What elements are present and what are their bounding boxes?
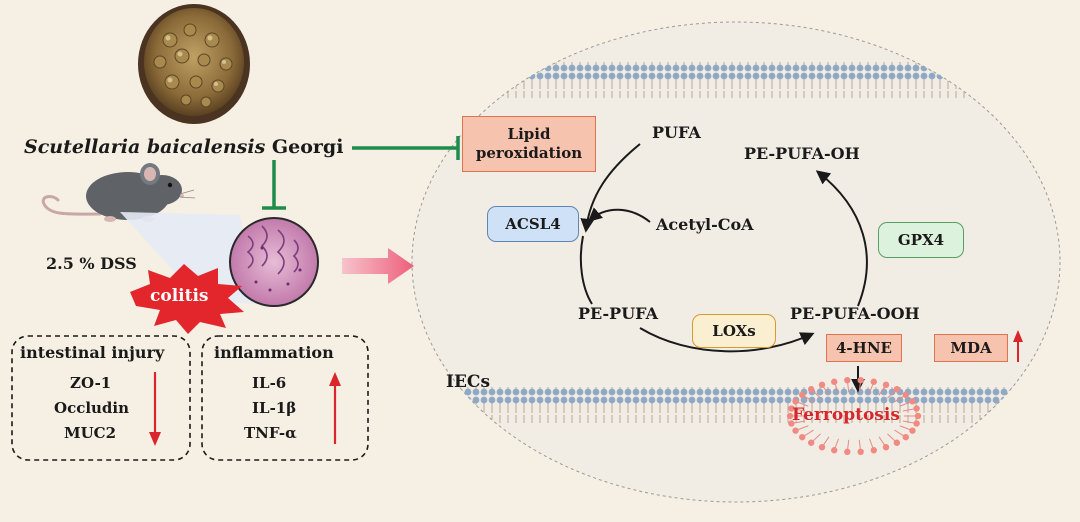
pe-pufa-oh-label: PE-PUFA-OH	[744, 144, 860, 163]
colitis-label: colitis	[150, 286, 209, 306]
vesicle-lipid-head	[882, 443, 890, 451]
herb-name-rest: Georgi	[265, 136, 344, 158]
vesicle-lipid-head	[902, 391, 909, 399]
vesicle-lipid-head	[831, 378, 838, 385]
hne-label: 4-HNE	[836, 338, 892, 357]
vesicle-lipid-head	[792, 398, 799, 405]
inhibition-herb-to-lipid	[352, 136, 460, 160]
herb-name-italic: Scutellaria baicalensis	[24, 136, 266, 158]
vesicle-lipid-head	[792, 427, 799, 434]
hne-box: 4-HNE	[826, 334, 902, 362]
vesicle-lipid-head	[844, 448, 851, 456]
lipid-peroxidation-box: Lipid peroxidation	[462, 116, 596, 172]
tissue-section-icon	[229, 217, 319, 307]
inflammation-item-1: IL-6	[252, 374, 287, 392]
vesicle-lipid-head	[788, 405, 795, 412]
lipid-peroxidation-line-1: Lipid	[507, 125, 551, 144]
pe-pufa-label: PE-PUFA	[578, 304, 658, 323]
iecs-label: IECs	[446, 372, 491, 392]
vesicle-lipid-head	[831, 447, 838, 454]
vesicle-lipid-head	[893, 439, 901, 446]
injury-panel-frame	[11, 335, 191, 461]
projection-cone	[120, 212, 256, 304]
vesicle-lipid-head	[807, 439, 815, 446]
vesicle-lipid-head	[786, 412, 794, 420]
vesicle-lipid-head	[902, 433, 909, 441]
vesicle-lipid-head	[807, 386, 815, 393]
herb-name: Scutellaria baicalensis Georgi	[24, 138, 343, 157]
ferroptosis-vesicle-icon	[786, 376, 922, 456]
injury-down-arrow	[149, 372, 161, 446]
injury-panel-title: intestinal injury	[20, 343, 165, 362]
vesicle-lipid-head	[844, 376, 851, 384]
loxs-label: LOXs	[712, 321, 756, 340]
injury-item-1: ZO-1	[70, 374, 112, 392]
vesicle-lipid-head	[870, 378, 877, 385]
ferroptosis-label: Ferroptosis	[792, 405, 900, 425]
inflammation-panel-frame	[201, 335, 369, 461]
vesicle-lipid-head	[914, 412, 922, 420]
inflammation-up-arrow	[329, 372, 341, 444]
vesicle-lipid-head	[913, 420, 920, 427]
acsl4-label: ACSL4	[505, 214, 561, 233]
vesicle-lipid-head	[857, 448, 864, 456]
gpx4-box: GPX4	[878, 222, 964, 258]
gpx4-label: GPX4	[897, 230, 945, 249]
inflammation-panel-title: inflammation	[214, 343, 334, 362]
mda-box: MDA	[934, 334, 1008, 362]
vesicle-lipid-head	[870, 447, 877, 454]
injury-item-3: MUC2	[64, 424, 117, 442]
inhibition-herb-to-colitis	[262, 160, 286, 210]
loxs-box: LOXs	[692, 314, 776, 348]
inflammation-item-2: IL-1β	[252, 399, 297, 417]
transition-arrow-icon	[342, 248, 414, 284]
lipid-peroxidation-line-2: peroxidation	[475, 144, 583, 162]
vesicle-lipid-head	[857, 376, 864, 384]
acsl4-box: ACSL4	[487, 206, 579, 242]
mda-up-arrow	[1013, 330, 1023, 362]
pufa-label: PUFA	[652, 123, 701, 142]
vesicle-lipid-head	[818, 443, 826, 451]
vesicle-lipid-head	[913, 405, 920, 412]
injury-item-2: Occludin	[54, 399, 130, 417]
dss-label: 2.5 % DSS	[46, 254, 137, 273]
vesicle-lipid-head	[882, 381, 890, 389]
vesicle-lipid-head	[909, 427, 916, 434]
vesicle-lipid-head	[818, 381, 826, 389]
vesicle-lipid-head	[799, 391, 806, 399]
pathway-arrows	[579, 143, 868, 393]
mda-label: MDA	[950, 338, 992, 357]
vesicle-lipid-head	[799, 433, 806, 441]
vesicle-lipid-head	[788, 420, 795, 427]
acetyl-coa-label: Acetyl-CoA	[656, 215, 754, 234]
mouse-icon	[41, 163, 196, 222]
pe-pufa-ooh-label: PE-PUFA-OOH	[790, 304, 920, 323]
vesicle-lipid-head	[909, 398, 916, 405]
inflammation-item-3: TNF-α	[244, 424, 297, 442]
vesicle-lipid-head	[893, 386, 901, 393]
colitis-burst-icon	[130, 264, 244, 334]
herb-bowl-icon	[138, 4, 250, 124]
